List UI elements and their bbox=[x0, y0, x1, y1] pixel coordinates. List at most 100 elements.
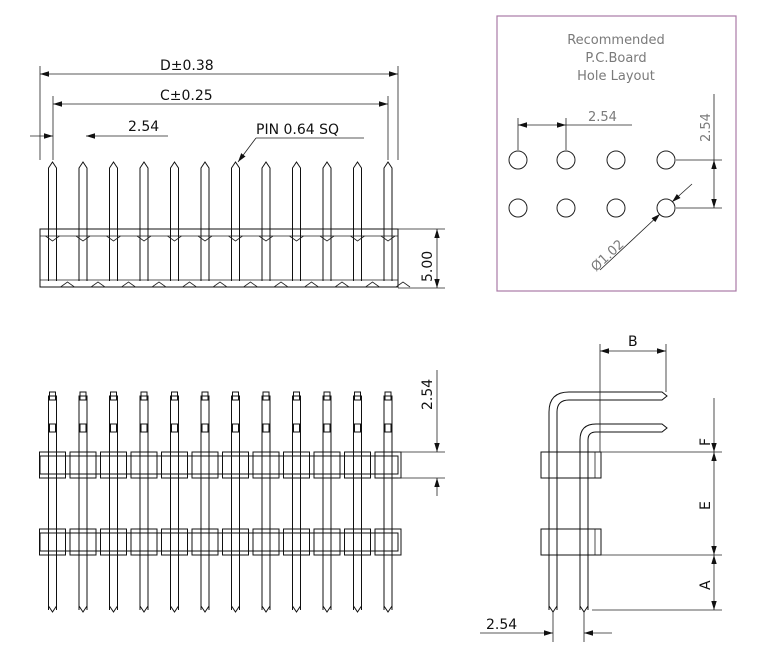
front-pin bbox=[200, 395, 210, 610]
front-upper-block bbox=[374, 451, 402, 479]
front-pin-tip bbox=[48, 605, 57, 613]
front-upper-block bbox=[191, 451, 219, 479]
top-notch-bottom bbox=[243, 281, 258, 288]
front-pin-square bbox=[79, 423, 87, 433]
top-notch bbox=[45, 235, 60, 242]
front-lower-housing bbox=[39, 528, 402, 556]
front-pin-square bbox=[384, 423, 392, 433]
front-lower-block bbox=[130, 528, 158, 556]
side-pitch-label: 2.54 bbox=[486, 617, 517, 633]
top-housing-notches bbox=[45, 235, 411, 288]
front-pin-square bbox=[140, 391, 148, 401]
side-dim-e-label: E bbox=[698, 501, 714, 510]
pcb-hole bbox=[656, 198, 676, 218]
top-notch bbox=[350, 235, 365, 242]
front-pin-tip bbox=[231, 605, 240, 613]
top-notch bbox=[197, 235, 213, 242]
front-pin bbox=[78, 395, 88, 610]
pcb-layout-border bbox=[496, 15, 737, 292]
dim-pitch-label: 2.54 bbox=[128, 119, 159, 135]
top-notch-bottom bbox=[60, 281, 75, 288]
front-pin-square bbox=[293, 391, 300, 401]
front-pin bbox=[383, 395, 393, 610]
top-notch-bottom bbox=[90, 281, 106, 288]
front-pin bbox=[261, 395, 271, 610]
front-pin-square bbox=[79, 391, 87, 401]
front-pin-tip bbox=[383, 605, 393, 613]
front-lower-block bbox=[191, 528, 219, 556]
pcb-title-line-3: Hole Layout bbox=[577, 69, 655, 84]
front-pin-square bbox=[49, 391, 56, 401]
top-notch-bottom bbox=[182, 281, 197, 288]
front-pin-square bbox=[171, 391, 178, 401]
front-pin-square bbox=[110, 391, 117, 401]
front-pin-tip bbox=[78, 605, 88, 613]
top-notch-bottom bbox=[395, 281, 411, 288]
top-pin bbox=[261, 161, 271, 281]
pcb-hole bbox=[656, 150, 676, 170]
pcb-hole bbox=[556, 198, 576, 218]
top-pin-row bbox=[48, 161, 393, 281]
top-view: D±0.38 C±0.25 2.54 PIN 0.64 SQ 5.00 bbox=[30, 58, 445, 289]
front-upper-outline bbox=[39, 455, 399, 475]
front-pin-square bbox=[354, 423, 361, 433]
top-notch-bottom bbox=[151, 281, 167, 288]
front-row-pitch-label: 2.54 bbox=[420, 379, 436, 410]
dim-height-label: 5.00 bbox=[420, 251, 436, 282]
side-upper-housing bbox=[540, 451, 602, 479]
front-lower-block bbox=[283, 528, 310, 556]
side-pin-inner bbox=[579, 423, 668, 610]
side-dim-b-label: B bbox=[628, 334, 638, 350]
front-pin-tip bbox=[292, 605, 301, 613]
top-pin bbox=[139, 161, 149, 281]
top-pin bbox=[48, 161, 57, 281]
front-pin-square bbox=[293, 423, 300, 433]
front-upper-block bbox=[161, 451, 188, 479]
side-dim-a-label: A bbox=[698, 580, 714, 590]
top-pin bbox=[170, 161, 179, 281]
pcb-title-line-1: Recommended bbox=[567, 33, 665, 48]
top-notch-bottom bbox=[212, 281, 228, 288]
front-pin-square bbox=[232, 423, 239, 433]
front-pin bbox=[353, 395, 362, 610]
top-pin bbox=[292, 161, 301, 281]
top-notch-bottom bbox=[304, 281, 319, 288]
front-upper-block bbox=[130, 451, 158, 479]
front-upper-block bbox=[252, 451, 280, 479]
front-pin-tip bbox=[109, 605, 118, 613]
front-upper-block bbox=[313, 451, 341, 479]
pcb-y-pitch-label: 2.54 bbox=[699, 113, 714, 142]
front-pin-square bbox=[201, 423, 209, 433]
top-pin bbox=[322, 161, 332, 281]
front-pin bbox=[292, 395, 301, 610]
side-pin-outer bbox=[548, 391, 668, 610]
front-pin-square bbox=[171, 423, 178, 433]
front-upper-block bbox=[222, 451, 249, 479]
top-notch bbox=[319, 235, 335, 242]
pcb-hole bbox=[508, 150, 528, 170]
front-pin-square bbox=[323, 423, 331, 433]
top-notch-bottom bbox=[334, 281, 350, 288]
front-pin bbox=[231, 395, 240, 610]
front-pin-square bbox=[262, 391, 270, 401]
front-pin-square bbox=[110, 423, 117, 433]
front-pin-square bbox=[201, 391, 209, 401]
front-pin-tip bbox=[322, 605, 332, 613]
pcb-hole-diameter-label: Ø1.02 bbox=[588, 237, 627, 275]
top-notch bbox=[380, 235, 396, 242]
front-pin-square bbox=[384, 391, 392, 401]
top-pin bbox=[78, 161, 88, 281]
top-notch bbox=[106, 235, 121, 242]
top-notch bbox=[167, 235, 182, 242]
side-view: B F E A 2.54 bbox=[480, 334, 722, 642]
front-pin-square bbox=[323, 391, 331, 401]
front-pin-square bbox=[49, 423, 56, 433]
dim-d-label: D±0.38 bbox=[160, 58, 214, 74]
front-pin-tip bbox=[261, 605, 271, 613]
front-pin bbox=[109, 395, 118, 610]
front-lower-block bbox=[374, 528, 402, 556]
top-notch-bottom bbox=[121, 281, 136, 288]
front-pin-square bbox=[354, 391, 361, 401]
top-pin bbox=[231, 161, 240, 281]
